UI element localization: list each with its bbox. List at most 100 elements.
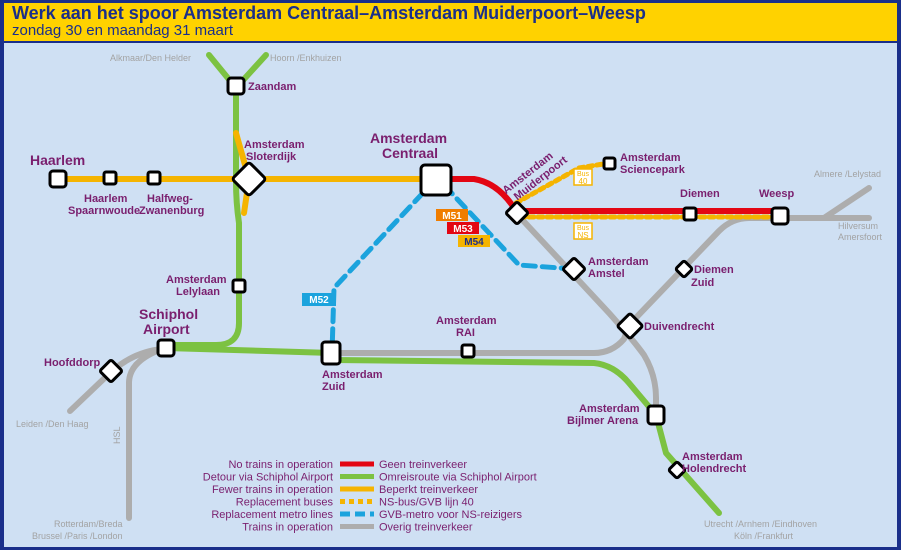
label-diemen-zuid-1: Diemen xyxy=(694,264,734,276)
label-holendrecht-1: Amsterdam xyxy=(682,451,743,463)
label-amstel-1: Amsterdam xyxy=(588,256,649,268)
legend-en-2: Fewer trains in operation xyxy=(212,484,333,496)
dest-utrecht-1: Utrecht /Arnhem /Eindhoven xyxy=(704,519,817,529)
line-detour-south xyxy=(163,345,722,516)
metro-m52 xyxy=(329,176,439,356)
dest-almere: Almere /Lelystad xyxy=(814,169,881,179)
label-haarlem: Haarlem xyxy=(30,152,85,168)
label-halfweg-2: Zwanenburg xyxy=(139,205,204,217)
legend: No trains in operation Geen treinverkeerD… xyxy=(203,459,537,534)
badge-bus40-line2: 40 xyxy=(579,177,588,186)
bus-badges: Bus 40 Bus NS xyxy=(573,168,593,240)
station-diemen-zuid[interactable] xyxy=(674,259,694,279)
station-diemen[interactable] xyxy=(682,206,698,222)
station-halfweg[interactable] xyxy=(146,170,162,186)
dest-leiden: Leiden /Den Haag xyxy=(16,419,89,429)
metro-m51-m53-m54 xyxy=(441,182,577,272)
legend-nl-3: NS-bus/GVB lijn 40 xyxy=(379,497,474,509)
line-utrecht-muiderpoort xyxy=(513,210,659,418)
label-rai-1: Amsterdam xyxy=(436,315,497,327)
line-hsl xyxy=(126,346,165,521)
station-labels: Haarlem Haarlem Spaarnwoude Halfweg- Zwa… xyxy=(30,81,795,475)
station-schiphol[interactable] xyxy=(156,338,176,358)
label-zuid-2: Zuid xyxy=(322,381,345,393)
rail-lines xyxy=(55,52,872,521)
line-detour-north xyxy=(163,85,242,348)
badge-m52-bg xyxy=(302,293,336,306)
badge-m51-bg xyxy=(436,209,468,221)
badge-m53-bg xyxy=(447,222,479,234)
label-zuid-1: Amsterdam xyxy=(322,369,383,381)
badge-m54-bg xyxy=(458,235,490,247)
legend-nl-0: Geen treinverkeer xyxy=(379,459,467,471)
label-centraal-2: Centraal xyxy=(382,145,438,161)
destination-labels: Alkmaar/Den Helder Hoorn /Enkhuizen Alme… xyxy=(16,53,883,541)
bus-muiderpoort-sciencepark xyxy=(513,160,612,206)
legend-en-4: Replacement metro lines xyxy=(211,509,333,521)
page-title: Werk aan het spoor Amsterdam Centraal–Am… xyxy=(12,3,646,23)
station-muiderpoort[interactable] xyxy=(505,201,529,225)
station-zuid[interactable] xyxy=(320,340,342,366)
legend-en-3: Replacement buses xyxy=(236,497,334,509)
station-bijlmer[interactable] xyxy=(646,404,666,426)
label-bijlmer-2: Bijlmer Arena xyxy=(567,415,639,427)
label-schiphol-1: Schiphol xyxy=(139,306,198,322)
badge-busns-bg xyxy=(573,222,593,240)
station-rai[interactable] xyxy=(460,343,476,359)
badge-busns-line1: Bus xyxy=(577,225,590,232)
dest-rotterdam-2: Brussel /Paris /London xyxy=(32,531,123,541)
legend-nl-1: Omreisroute via Schiphol Airport xyxy=(379,472,537,484)
dest-rotterdam-1: Rotterdam/Breda xyxy=(54,519,123,529)
station-holendrecht[interactable] xyxy=(667,460,687,480)
station-haarlem[interactable] xyxy=(48,169,68,189)
legend-nl-2: Beperkt treinverkeer xyxy=(379,484,478,496)
label-holendrecht-2: Holendrecht xyxy=(682,463,747,475)
station-sciencepark[interactable] xyxy=(602,156,617,171)
station-weesp[interactable] xyxy=(770,206,790,226)
label-centraal-1: Amsterdam xyxy=(370,130,447,146)
label-diemen-zuid-2: Zuid xyxy=(691,277,714,289)
header-banner: Werk aan het spoor Amsterdam Centraal–Am… xyxy=(4,3,897,43)
label-zaandam: Zaandam xyxy=(248,81,297,93)
label-haarlem-spaarnwoude-2: Spaarnwoude xyxy=(68,205,140,217)
label-sloterdijk-2: Sloterdijk xyxy=(246,151,297,163)
dest-hsl: HSL xyxy=(112,426,122,444)
label-sloterdijk-1: Amsterdam xyxy=(244,139,305,151)
label-bijlmer-1: Amsterdam xyxy=(579,403,640,415)
station-haarlem-spaarnwoude[interactable] xyxy=(102,170,118,186)
station-centraal[interactable] xyxy=(419,163,453,197)
badge-bus40-line1: Bus xyxy=(577,171,590,178)
dest-utrecht-2: Köln /Frankfurt xyxy=(734,531,794,541)
station-sloterdijk[interactable] xyxy=(231,161,267,197)
rail-map: M51 M53 M54 M52 Bus 40 Bus NS Haarlem Ha… xyxy=(16,52,883,541)
label-amstel-2: Amstel xyxy=(588,268,625,280)
badge-bus40-bg xyxy=(573,168,593,186)
label-diemen: Diemen xyxy=(680,188,720,200)
stations xyxy=(48,76,790,480)
dest-hilversum-2: Amersfoort xyxy=(838,232,883,242)
label-lelylaan-2: Lelylaan xyxy=(176,286,220,298)
station-lelylaan[interactable] xyxy=(231,278,247,294)
legend-en-0: No trains in operation xyxy=(228,459,333,471)
badge-m53: M53 xyxy=(453,224,473,235)
dest-alkmaar: Alkmaar/Den Helder xyxy=(110,53,191,63)
page-subtitle: zondag 30 en maandag 31 maart xyxy=(12,22,233,39)
label-sciencepark-2: Sciencepark xyxy=(620,164,686,176)
label-sciencepark-1: Amsterdam xyxy=(620,152,681,164)
label-weesp: Weesp xyxy=(759,188,795,200)
label-lelylaan-1: Amsterdam xyxy=(166,274,227,286)
station-hoofddorp[interactable] xyxy=(99,359,123,383)
badge-busns-line2: NS xyxy=(577,231,588,240)
legend-nl-4: GVB-metro voor NS-reizigers xyxy=(379,509,523,521)
line-zuid-duivendrecht xyxy=(329,322,632,356)
label-duivendrecht: Duivendrecht xyxy=(644,321,715,333)
station-amstel[interactable] xyxy=(562,257,586,281)
legend-en-5: Trains in operation xyxy=(242,522,333,534)
legend-en-1: Detour via Schiphol Airport xyxy=(203,472,333,484)
badge-m51: M51 xyxy=(442,211,462,222)
station-zaandam[interactable] xyxy=(226,76,246,96)
dest-hoorn: Hoorn /Enkhuizen xyxy=(270,53,342,63)
label-haarlem-spaarnwoude-1: Haarlem xyxy=(84,193,128,205)
station-duivendrecht[interactable] xyxy=(616,312,644,340)
metro-badges: M51 M53 M54 M52 xyxy=(302,209,490,306)
